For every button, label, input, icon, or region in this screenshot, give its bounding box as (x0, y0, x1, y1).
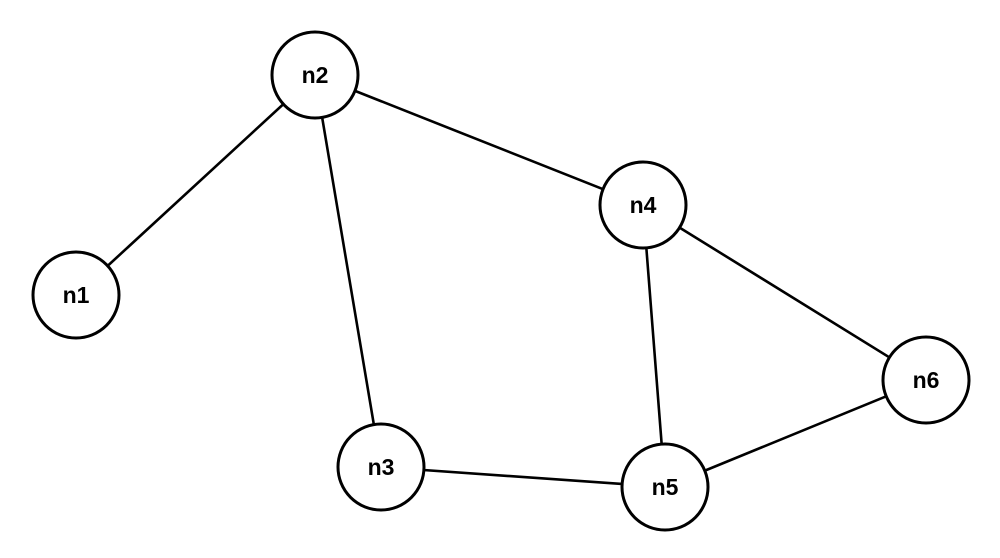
graph-node-n2[interactable]: n2 (270, 30, 360, 120)
node-circle-n5[interactable] (620, 442, 710, 532)
graph-node-n3[interactable]: n3 (336, 422, 426, 512)
graph-edge-n3-n5[interactable] (379, 465, 667, 489)
graph-edge-n2-n3[interactable] (313, 73, 383, 469)
node-circle-n2[interactable] (270, 30, 360, 120)
graph-node-n4[interactable]: n4 (598, 160, 688, 250)
node-label-n5: n5 (652, 474, 679, 500)
graph-node-n6[interactable]: n6 (881, 335, 971, 425)
nodes-layer: n1 n2 n3 n4 n5 n6 (31, 30, 971, 532)
graph-edge-n4-n6[interactable] (641, 203, 928, 382)
node-circle-n6[interactable] (881, 335, 971, 425)
graph-edge-n5-n6[interactable] (663, 378, 928, 489)
node-label-n4: n4 (630, 192, 657, 218)
node-label-n6: n6 (913, 367, 940, 393)
edges-layer (74, 73, 928, 489)
node-circle-n3[interactable] (336, 422, 426, 512)
node-circle-n4[interactable] (598, 160, 688, 250)
node-label-n1: n1 (63, 282, 90, 308)
graph-node-n5[interactable]: n5 (620, 442, 710, 532)
node-circle-n1[interactable] (31, 250, 121, 340)
graph-edge-n1-n2[interactable] (74, 73, 317, 297)
node-label-n2: n2 (302, 62, 329, 88)
node-label-n3: n3 (368, 454, 395, 480)
graph-edge-n2-n4[interactable] (313, 73, 645, 207)
graph-node-n1[interactable]: n1 (31, 250, 121, 340)
graph-edge-n4-n5[interactable] (641, 203, 667, 489)
